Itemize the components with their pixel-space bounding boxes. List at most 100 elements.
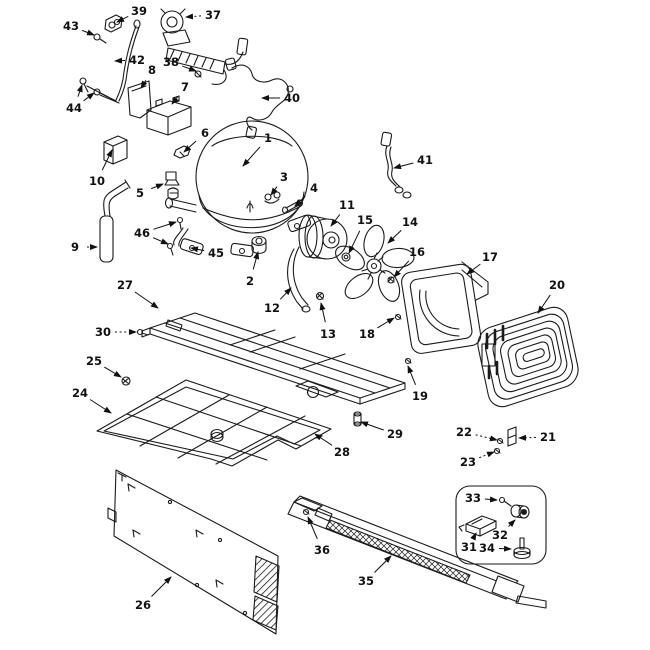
callout-number: 45: [208, 246, 224, 260]
relay-cover-drawing: [146, 95, 192, 136]
callout-leader-line: [101, 149, 113, 171]
callout-number: 14: [402, 215, 418, 229]
callout-leader-line: [252, 251, 260, 270]
callout-number: 20: [549, 278, 565, 292]
callout-leader-line: [81, 29, 95, 36]
callout-number: 6: [201, 126, 209, 140]
callout-5: 5: [136, 183, 164, 200]
compressor-drawing: [164, 120, 312, 258]
callout-41: 41: [393, 153, 433, 170]
callout-number: 10: [89, 174, 105, 188]
callout-number: 19: [412, 389, 428, 403]
callout-46: 46: [134, 221, 177, 245]
callout-number: 28: [334, 445, 350, 459]
callout-30: 30: [95, 325, 137, 339]
callout-number: 44: [66, 101, 82, 115]
callout-number: 3: [280, 170, 288, 184]
callout-leader-line: [387, 229, 402, 244]
callout-leader-line: [89, 399, 112, 414]
mount-screws-drawing: [79, 33, 120, 104]
callout-number: 13: [320, 327, 336, 341]
callout-number: 30: [95, 325, 111, 339]
callout-number: 24: [72, 386, 88, 400]
callout-14: 14: [387, 215, 418, 244]
callout-37: 37: [185, 8, 221, 22]
wire-tube-drawing: [115, 19, 141, 102]
callout-number: 16: [409, 245, 425, 259]
callout-24: 24: [72, 386, 112, 414]
callout-number: 41: [417, 153, 433, 167]
fan-shroud-drawing: [401, 261, 489, 354]
callout-15: 15: [348, 213, 373, 254]
callout-number: 12: [264, 301, 280, 315]
callout-33: 33: [465, 491, 498, 505]
grommet-drawing: [251, 235, 267, 255]
capacitor-drawing: [103, 135, 128, 165]
callout-3: 3: [270, 170, 288, 196]
callout-leader-line: [190, 246, 205, 253]
callout-number: 18: [359, 327, 375, 341]
callout-leader-line: [319, 302, 326, 323]
condenser-bracket-drawing: [493, 426, 517, 455]
pan-fastener-drawing: [121, 376, 131, 386]
callout-leader-line: [83, 92, 95, 102]
callout-leader-line: [330, 214, 341, 227]
callout-40: 40: [261, 91, 300, 105]
callout-27: 27: [117, 278, 159, 309]
callout-number: 32: [492, 528, 508, 542]
clamp-drawing: [104, 14, 123, 33]
callout-number: 7: [181, 80, 189, 94]
callout-39: 39: [116, 4, 147, 23]
callout-13: 13: [319, 302, 336, 341]
callout-21: 21: [518, 430, 556, 444]
callout-number: 43: [63, 19, 79, 33]
callout-number: 5: [136, 186, 144, 200]
callout-19: 19: [407, 365, 428, 403]
motor-bracket-drawing: [287, 246, 311, 313]
callout-number: 8: [148, 63, 156, 77]
callout-leader-line: [374, 555, 392, 573]
callout-31: 31: [461, 532, 477, 554]
callout-leader-line: [360, 421, 384, 431]
callout-leader-line: [466, 263, 481, 275]
callout-38: 38: [163, 55, 197, 72]
callout-leader-line: [242, 146, 261, 167]
callout-leader-line: [377, 317, 395, 329]
callout-number: 42: [129, 53, 145, 67]
callout-29: 29: [360, 421, 403, 441]
rear-panel-drawing: [107, 469, 280, 635]
callout-leader-line: [279, 287, 292, 300]
callout-35: 35: [358, 555, 392, 588]
callout-number: 38: [163, 55, 179, 69]
callout-leader-line: [151, 576, 172, 597]
callout-28: 28: [314, 433, 350, 459]
callout-25: 25: [86, 354, 122, 378]
callout-4: 4: [294, 181, 318, 207]
callout-1: 1: [242, 131, 272, 167]
callout-leader-line: [307, 516, 318, 540]
callout-number: 25: [86, 354, 102, 368]
callout-leader-line: [393, 260, 410, 278]
callout-number: 1: [264, 131, 272, 145]
callout-leader-line: [537, 294, 551, 314]
callout-leader-line: [507, 519, 516, 528]
callout-leader-line: [183, 140, 197, 153]
callout-number: 4: [310, 181, 318, 195]
callout-number: 26: [135, 598, 151, 612]
callout-leader-line: [134, 291, 159, 309]
callout-43: 43: [63, 19, 95, 36]
callout-leader-line: [393, 162, 414, 170]
callout-leader-line: [270, 186, 278, 196]
callout-number: 36: [314, 543, 330, 557]
callout-leader-line: [479, 451, 495, 459]
callout-45: 45: [190, 246, 224, 260]
fan-motor-drawing: [298, 214, 348, 260]
callout-number: 31: [461, 540, 477, 554]
callout-7: 7: [171, 80, 189, 105]
callout-number: 29: [387, 427, 403, 441]
callout-42: 42: [114, 53, 145, 67]
tube-and-screws-drawing: [166, 216, 189, 256]
callout-number: 21: [540, 430, 556, 444]
callout-23: 23: [460, 451, 495, 469]
